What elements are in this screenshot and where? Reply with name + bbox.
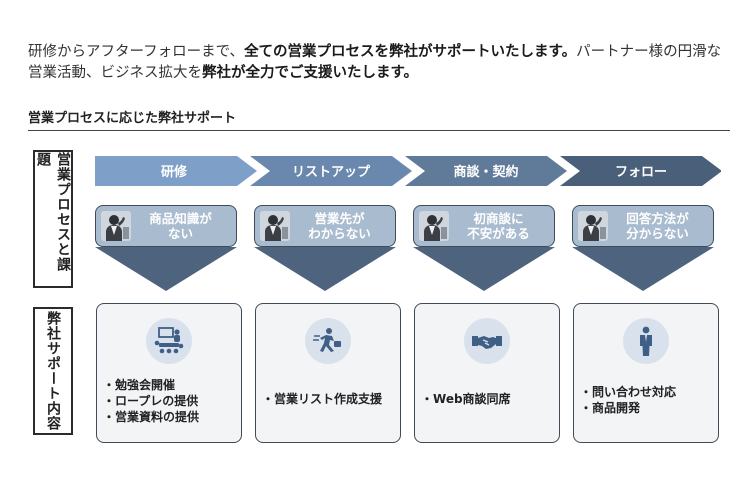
problem-text-3: 初商談に 不安がある <box>467 211 530 241</box>
down-arrow-1 <box>95 247 237 291</box>
support-item: 勉強会開催 <box>103 377 237 393</box>
support-item: 営業資料の提供 <box>103 409 237 425</box>
stage-label-2: リストアップ <box>292 165 371 180</box>
problem-box-2: 営業先が わからない <box>254 205 396 247</box>
worried-person-icon <box>419 211 449 241</box>
support-box-2: 営業リスト作成支援 <box>255 303 401 443</box>
worried-person-icon <box>260 211 290 241</box>
person-standing-icon <box>623 318 669 364</box>
down-arrow-2 <box>254 247 396 291</box>
stage-chevron-4 <box>560 156 721 186</box>
side-label-support: 弊社サポート内容 <box>33 307 73 435</box>
problems-row: 商品知識が ない 営業先が わからない 初商談に 不安がある 回答方法が 分から… <box>95 205 735 295</box>
problem-text-2: 営業先が わからない <box>308 211 371 241</box>
section-title: 営業プロセスに応じた弊社サポート <box>28 111 237 126</box>
intro-part3: パートナー様の円滑な営業活動、ビジネス拡大を <box>28 44 722 81</box>
problem-box-4: 回答方法が 分からない <box>572 205 714 247</box>
stage-chevron-3 <box>405 156 567 186</box>
support-box-3: Web商談同席 <box>414 303 560 443</box>
intro-part4: 弊社が全力でご支援いたします。 <box>202 65 419 81</box>
stage-chevron-2 <box>250 156 412 186</box>
stage-label-3: 商談・契約 <box>453 164 518 180</box>
running-person-icon <box>305 318 351 364</box>
support-box-4: 問い合わせ対応商品開発 <box>573 303 719 443</box>
stage-label-4: フォロー <box>615 165 667 180</box>
support-item: ロープレの提供 <box>103 393 237 409</box>
problem-text-4: 回答方法が 分からない <box>626 211 689 241</box>
intro-part2: 全ての営業プロセスを弊社がサポートいたします。 <box>244 44 577 60</box>
support-box-1: 勉強会開催ロープレの提供営業資料の提供 <box>96 303 242 443</box>
support-item: 問い合わせ対応 <box>580 384 714 400</box>
support-item: Web商談同席 <box>421 391 555 407</box>
support-list-1: 勉強会開催ロープレの提供営業資料の提供 <box>103 377 237 425</box>
meeting-icon <box>146 318 192 364</box>
handshake-icon <box>464 318 510 364</box>
worried-person-icon <box>578 211 608 241</box>
support-list-2: 営業リスト作成支援 <box>262 391 396 407</box>
problem-box-1: 商品知識が ない <box>95 205 237 247</box>
worried-person-icon <box>101 211 131 241</box>
intro-part1: 研修からアフターフォローまで、 <box>28 44 245 60</box>
down-arrow-3 <box>413 247 555 291</box>
support-list-4: 問い合わせ対応商品開発 <box>580 384 714 416</box>
support-item: 営業リスト作成支援 <box>262 391 396 407</box>
problem-box-3: 初商談に 不安がある <box>413 205 555 247</box>
support-item: 商品開発 <box>580 400 714 416</box>
section-divider <box>28 130 730 131</box>
problem-text-1: 商品知識が ない <box>149 211 212 241</box>
side-label-process: 営業プロセスと課題 <box>33 150 73 288</box>
stage-chevron-1 <box>95 156 257 186</box>
down-arrow-4 <box>572 247 714 291</box>
stage-label-1: 研修 <box>161 164 188 180</box>
support-list-3: Web商談同席 <box>421 391 555 407</box>
process-chevrons: 研修 リストアップ 商談・契約 フォロー <box>95 156 721 186</box>
intro-text: 研修からアフターフォローまで、全ての営業プロセスを弊社がサポートいたします。パー… <box>28 42 728 84</box>
